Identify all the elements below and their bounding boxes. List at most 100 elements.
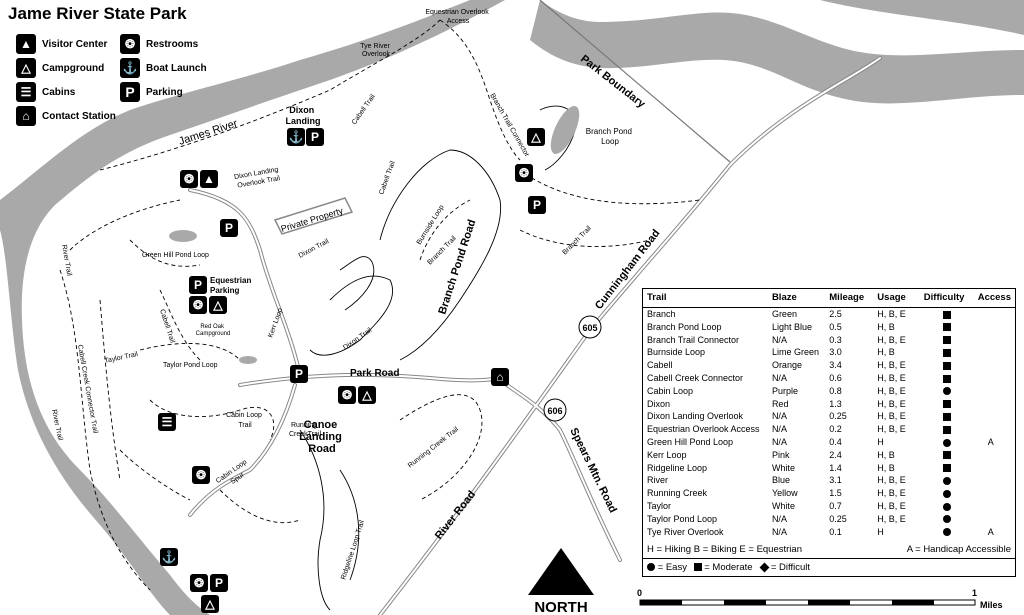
restrooms-icon: ❂ xyxy=(189,296,207,314)
trail-usage: H, B, E xyxy=(877,360,906,371)
easy-difficulty-icon xyxy=(942,476,951,485)
moderate-difficulty-icon xyxy=(942,464,951,473)
boat-launch-icon: ⚓ xyxy=(160,548,178,566)
trail-access: A xyxy=(987,436,994,447)
col-usage: Usage xyxy=(873,289,920,308)
trail-mileage: 0.7 xyxy=(829,500,842,511)
trail-usage: H, B, E xyxy=(877,513,906,524)
trail-mileage: 0.8 xyxy=(829,385,842,396)
label-branch-trail-connector: Branch Trail Connector xyxy=(488,93,530,159)
legend-label: Restrooms xyxy=(146,38,199,50)
trail-name: Cabin Loop xyxy=(647,385,694,396)
col-mileage: Mileage xyxy=(825,289,874,308)
difficulty-key: = Easy = Moderate = Difficult xyxy=(643,558,1015,576)
trail-name: Taylor Pond Loop xyxy=(647,513,718,524)
trail-name: Tye River Overlook xyxy=(647,526,724,537)
legend-label: Boat Launch xyxy=(146,62,207,74)
trail-access xyxy=(974,346,1015,359)
contact-station-icon: ⌂ xyxy=(16,106,36,126)
parking-icon: P xyxy=(306,128,324,146)
restrooms-icon: ❂ xyxy=(338,386,356,404)
trail-usage: H, B, E xyxy=(877,372,906,383)
label-river-road: River Road xyxy=(433,489,478,542)
col-access: Access xyxy=(973,289,1015,308)
legend-label: Cabins xyxy=(42,86,76,98)
trail-difficulty xyxy=(920,346,974,359)
trail-name: Dixon xyxy=(647,398,671,409)
campground-icon: △ xyxy=(209,296,227,314)
private-property-outline xyxy=(273,197,354,235)
easy-difficulty-icon xyxy=(942,502,951,511)
trail-access xyxy=(974,513,1015,526)
label-tye-river-overlook: Tye River Overlook xyxy=(360,43,392,58)
trail-difficulty xyxy=(920,308,974,321)
trail-difficulty xyxy=(920,474,974,487)
moderate-difficulty-icon xyxy=(942,451,951,460)
taylor-pond xyxy=(239,356,257,364)
trail-access xyxy=(974,385,1015,398)
restrooms-icon: ❂ xyxy=(515,164,533,182)
trail-blaze: Pink xyxy=(771,449,790,460)
label-cabell-trail-3: Cabell Trail xyxy=(158,308,176,344)
legend-label: Contact Station xyxy=(42,110,116,122)
visitor-center-icon: ▲ xyxy=(200,170,218,188)
moderate-difficulty-icon xyxy=(942,349,951,358)
legend-campground: △ Campground xyxy=(16,58,104,78)
label-branch-pond-road: Branch Pond Road xyxy=(436,218,478,316)
restrooms-icon: ❂ xyxy=(180,170,198,188)
label-cabell-trail-1: Cabell Trail xyxy=(351,93,377,126)
trail-blaze: N/A xyxy=(771,372,787,383)
legend-label: Campground xyxy=(42,62,105,74)
trail-difficulty xyxy=(920,500,974,513)
legend-label: Parking xyxy=(146,86,183,98)
col-difficulty: Difficulty xyxy=(919,289,974,308)
trail-difficulty xyxy=(920,359,974,372)
legend-label: Visitor Center xyxy=(42,38,108,50)
svg-text:1: 1 xyxy=(972,588,977,598)
label-green-hill-pond-loop: Green Hill Pond Loop xyxy=(142,252,209,259)
moderate-difficulty-icon xyxy=(942,400,951,409)
easy-difficulty-icon xyxy=(942,489,951,498)
trail-access xyxy=(974,449,1015,462)
trail-mileage: 0.25 xyxy=(829,513,847,524)
legend-visitor-center: ▲ Visitor Center xyxy=(16,34,107,54)
trail-access xyxy=(974,372,1015,385)
campground-icon: △ xyxy=(527,128,545,146)
parking-icon: P xyxy=(120,82,140,102)
trail-name: Branch Pond Loop xyxy=(647,321,722,332)
trail-blaze: N/A xyxy=(771,334,787,345)
trail-usage: H, B, E xyxy=(877,411,906,422)
trail-blaze: Yellow xyxy=(771,488,798,499)
trail-blaze: N/A xyxy=(771,436,787,447)
label-cabell-creek-connector-trail: Cabell Creek Connector Trail xyxy=(76,344,99,434)
svg-text:605: 605 xyxy=(582,323,597,333)
trail-blaze: Blue xyxy=(771,475,790,486)
trail-name: Branch Trail Connector xyxy=(647,334,740,345)
trail-name: Cabell xyxy=(647,360,673,371)
legend-parking: P Parking xyxy=(120,82,183,102)
boat-launch-icon: ⚓ xyxy=(287,128,305,146)
contact-station-icon: ⌂ xyxy=(491,368,509,386)
restrooms-icon: ❂ xyxy=(192,466,210,484)
trail-name: Ridgeline Loop xyxy=(647,462,708,473)
trail-difficulty xyxy=(920,436,974,449)
trail-usage: H, B, E xyxy=(877,424,906,435)
trail-difficulty xyxy=(920,410,974,423)
trail-mileage: 0.6 xyxy=(829,372,842,383)
svg-text:NORTH: NORTH xyxy=(534,599,587,615)
trail-difficulty xyxy=(920,487,974,500)
restrooms-icon: ❂ xyxy=(120,34,140,54)
trail-name: Burnside Loop xyxy=(647,347,706,358)
trail-difficulty xyxy=(920,321,974,334)
label-dixon-landing: Dixon Landing xyxy=(286,105,321,126)
boat-launch-icon: ⚓ xyxy=(120,58,140,78)
trail-blaze: Light Blue xyxy=(771,321,812,332)
